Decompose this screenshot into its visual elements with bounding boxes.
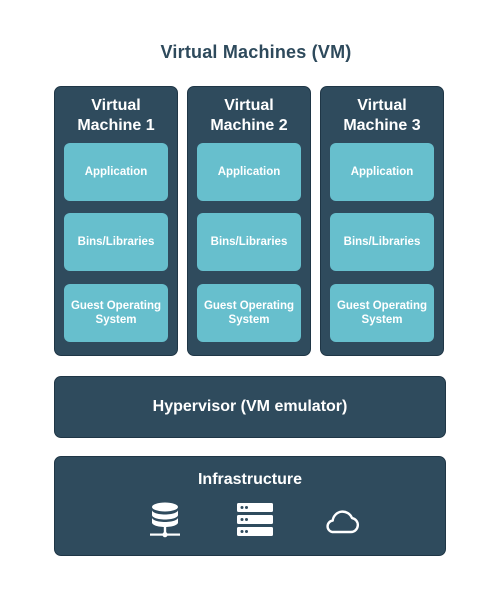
bins-libraries-layer: Bins/Libraries <box>330 213 434 271</box>
infrastructure-label: Infrastructure <box>197 471 303 488</box>
guest-os-layer: Guest Operating System <box>64 284 168 342</box>
virtual-machine-3: Virtual Machine 3 Application Bins/Libra… <box>320 86 444 356</box>
bins-libraries-layer: Bins/Libraries <box>197 213 301 271</box>
cloud-icon <box>326 510 360 534</box>
guest-os-layer: Guest Operating System <box>330 284 434 342</box>
guest-os-line1: Guest Operating <box>70 300 162 312</box>
vm-title-line1: Virtual <box>357 97 407 114</box>
vm-title-line1: Virtual <box>224 97 274 114</box>
application-layer: Application <box>197 143 301 201</box>
guest-os-line2: System <box>228 314 270 326</box>
guest-os-line2: System <box>361 314 403 326</box>
vm-title-line2: Machine 2 <box>210 117 288 134</box>
vm-title: Virtual Machine 3 <box>321 96 443 136</box>
guest-os-layer: Guest Operating System <box>197 284 301 342</box>
virtual-machine-2: Virtual Machine 2 Application Bins/Libra… <box>187 86 311 356</box>
diagram-title: Virtual Machines (VM) <box>160 42 352 62</box>
hypervisor-layer: Hypervisor (VM emulator) <box>54 376 446 438</box>
vm-title-line2: Machine 1 <box>77 117 155 134</box>
infrastructure-layer: Infrastructure <box>54 456 446 556</box>
vm-title-line2: Machine 3 <box>343 117 421 134</box>
vm-title-line1: Virtual <box>91 97 141 114</box>
server-rack-icon <box>237 503 273 536</box>
guest-os-line2: System <box>95 314 137 326</box>
vm-title: Virtual Machine 2 <box>188 96 310 136</box>
database-icon <box>150 502 180 538</box>
guest-os-line1: Guest Operating <box>203 300 295 312</box>
application-layer: Application <box>64 143 168 201</box>
bins-libraries-layer: Bins/Libraries <box>64 213 168 271</box>
vm-title: Virtual Machine 1 <box>55 96 177 136</box>
application-layer: Application <box>330 143 434 201</box>
virtual-machine-1: Virtual Machine 1 Application Bins/Libra… <box>54 86 178 356</box>
guest-os-line1: Guest Operating <box>336 300 428 312</box>
